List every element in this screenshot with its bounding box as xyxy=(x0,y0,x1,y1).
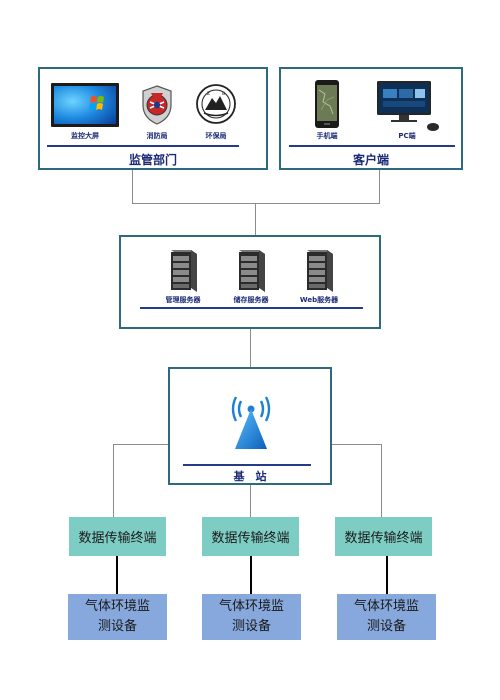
svg-text:Z: Z xyxy=(207,91,210,97)
connector-client-down xyxy=(379,170,380,204)
connector-station-left xyxy=(113,444,169,445)
antenna-tower-icon xyxy=(229,395,273,451)
data-transmission-terminal: 数据传输终端 xyxy=(69,517,166,556)
device-label-line1: 气体环境监 xyxy=(353,599,419,614)
device-label-line1: 气体环境监 xyxy=(84,599,150,614)
client-title-underline xyxy=(289,145,455,147)
supervision-department-box: 监控大屏 消防局 Z B 环保局 监管部门 xyxy=(38,67,268,170)
gas-monitoring-device: 气体环境监 测设备 xyxy=(202,594,301,640)
server-rack-icon xyxy=(303,248,335,292)
server-rack-icon xyxy=(167,248,199,292)
server-label: Web服务器 xyxy=(299,296,339,304)
connector-terminal-device-1 xyxy=(116,556,118,594)
connector-to-servers xyxy=(255,203,256,236)
supervision-item-label: 环保局 xyxy=(205,132,227,140)
server-rack-icon xyxy=(235,248,267,292)
supervision-title: 监管部门 xyxy=(128,153,177,167)
base-station-underline xyxy=(183,464,311,466)
device-label-line2: 测设备 xyxy=(97,619,137,634)
pc-computer-icon xyxy=(377,81,441,131)
client-item-label: 手机端 xyxy=(316,132,338,140)
data-transmission-terminal: 数据传输终端 xyxy=(335,517,432,556)
server-label: 管理服务器 xyxy=(165,296,201,304)
gas-monitoring-device: 气体环境监 测设备 xyxy=(68,594,167,640)
base-station-title: 基 站 xyxy=(233,470,267,483)
connector-supervision-down xyxy=(132,170,133,204)
servers-underline xyxy=(140,307,363,309)
supervision-item-label: 监控大屏 xyxy=(71,132,99,140)
connector-station-right xyxy=(331,444,382,445)
supervision-item-label: 消防局 xyxy=(146,132,168,140)
connector-servers-to-station xyxy=(250,329,251,367)
client-box: 手机端 PC端 客户端 xyxy=(279,67,463,170)
servers-box: 管理服务器 储存服务器 Web服务器 xyxy=(119,235,381,329)
base-station-box: 基 站 xyxy=(168,367,332,485)
connector-terminal-device-3 xyxy=(386,556,388,594)
connector-terminal-device-2 xyxy=(250,556,252,594)
connector-center-drop xyxy=(250,485,251,517)
connector-right-drop xyxy=(381,444,382,517)
environmental-bureau-emblem-icon: Z B xyxy=(196,83,236,125)
connector-top-horizontal xyxy=(132,203,380,204)
fire-department-emblem-icon xyxy=(140,85,174,125)
data-transmission-terminal: 数据传输终端 xyxy=(202,517,299,556)
device-label-line2: 测设备 xyxy=(231,619,271,634)
gas-monitoring-device: 气体环境监 测设备 xyxy=(337,594,436,640)
device-label-line2: 测设备 xyxy=(366,619,406,634)
server-label: 储存服务器 xyxy=(233,296,269,304)
client-item-label: PC端 xyxy=(398,132,416,140)
supervision-title-underline xyxy=(47,145,239,147)
mobile-phone-icon xyxy=(315,80,339,128)
device-label-line1: 气体环境监 xyxy=(218,599,284,614)
connector-left-drop xyxy=(113,444,114,517)
client-title: 客户端 xyxy=(352,153,389,167)
monitor-icon xyxy=(51,83,119,127)
svg-text:B: B xyxy=(222,91,225,97)
